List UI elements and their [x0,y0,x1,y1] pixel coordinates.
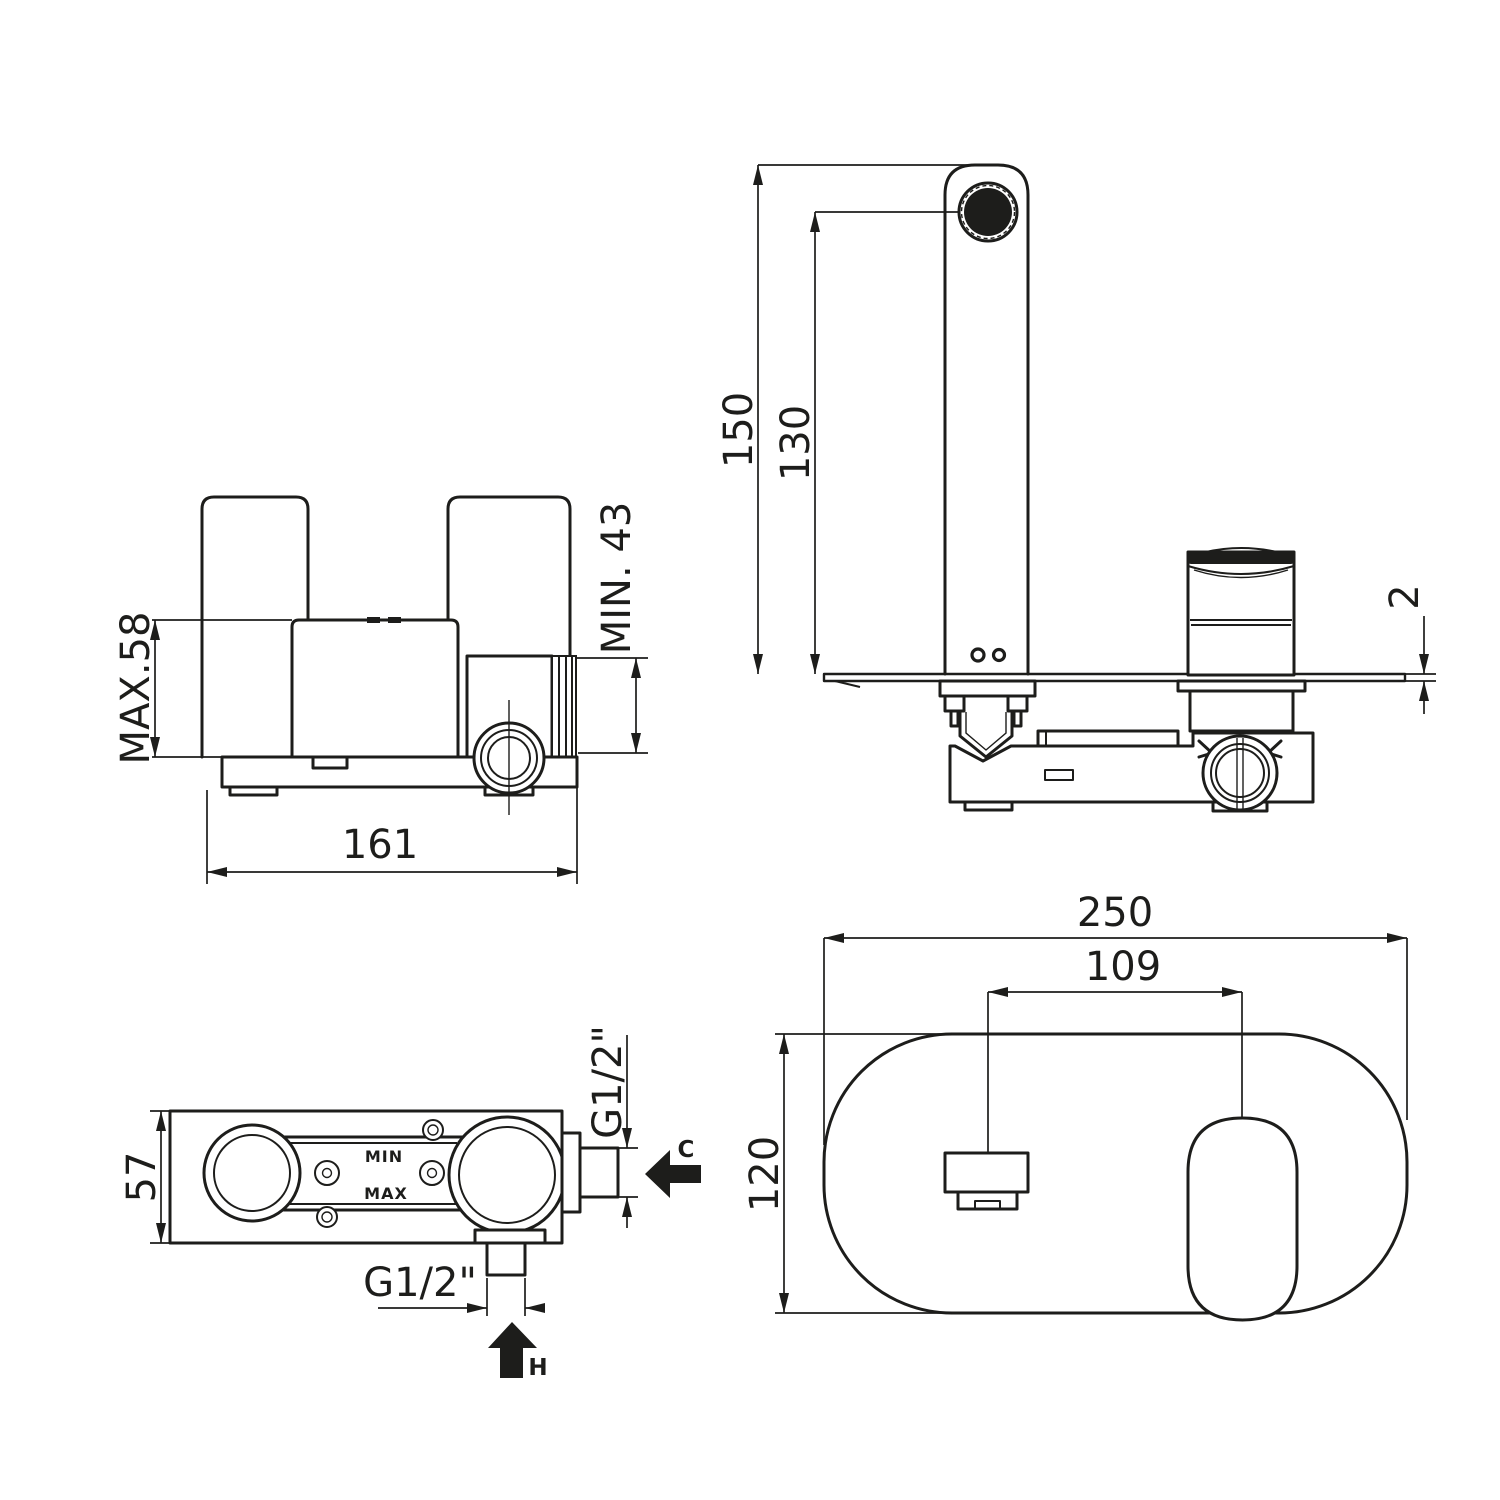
dim-label-130: 130 [773,405,819,481]
hot-label: H [528,1355,547,1381]
spout-stud-nut-left [943,694,966,713]
dim-130-arrow-top [810,212,820,232]
spout-wall-flange [938,679,1037,698]
dim-min43-arrow-bottom [631,733,641,753]
cold-inlet-flange [560,1131,582,1214]
dim-g12c-arrow-up [622,1197,632,1217]
marking-max: MAX [364,1184,408,1203]
spout-bracket-outer [958,710,1014,759]
valve-top-screw-right-core [426,1167,438,1179]
valve-top-right-port-inner [458,1126,556,1224]
handle-cap-arc1 [1187,565,1295,575]
dim-label-161: 161 [342,822,418,868]
handle-cap-arc2 [1193,569,1289,579]
dim-161-arrow-right [557,867,577,877]
spout-body [943,163,1030,676]
dim-2-arrow-down [1419,654,1429,674]
handle-base [1188,689,1295,733]
dim-57-arrow-bottom [156,1223,166,1243]
dim-g12h-arrow-right [525,1303,545,1313]
dim-label-max58: MAX.58 [113,612,159,765]
valve-side-right-cylinder [446,495,572,658]
view-faucet-front: 150 130 2 [716,163,1436,813]
dim-label-150: 150 [716,392,762,468]
valve-top-hole-top [422,1119,444,1141]
dim-label-min43: MIN. 43 [594,502,640,655]
inwall-valve-bore [1215,748,1265,798]
spout-stud-right [1012,709,1023,728]
cold-label: C [678,1137,695,1163]
cold-inlet-shaft [578,1146,620,1199]
view-plate-front: 250 109 120 [742,890,1409,1322]
valve-top-right-port-outer [447,1115,567,1235]
hot-inlet-shaft [485,1241,527,1277]
dim-max58-arrow-bottom [150,737,160,757]
dim-g12c-arrow-down [622,1128,632,1148]
inwall-foot-left [963,800,1014,812]
spout-screw-left [970,647,986,663]
view-valve-top: MIN MAX 57 G1/2" C G1/2" [119,1025,701,1381]
dim-250-arrow-left [824,933,844,943]
dim-130-arrow-bottom [810,654,820,674]
marking-min: MIN [365,1147,403,1166]
hot-flow-arrow [488,1322,537,1378]
dim-109-arrow-right [1222,987,1242,997]
valve-side-body-tab2 [388,617,401,623]
spout-screw-right [991,647,1007,663]
dim-120-arrow-bottom [779,1293,789,1313]
dim-label-g12-hot: G1/2" [363,1260,477,1306]
inwall-valve-ring [1210,743,1270,803]
dim-120-arrow-top [779,1034,789,1054]
cold-flow-arrow [645,1150,701,1198]
spout-bracket-inner [965,712,1007,751]
inwall-rail [1036,729,1180,748]
dim-label-2: 2 [1382,584,1428,609]
valve-top-screw-left [314,1160,340,1186]
dim-57-arrow-top [156,1111,166,1131]
valve-side-body [290,618,460,759]
plate-spout-body [943,1151,1030,1194]
valve-top-screw-right [419,1160,445,1186]
valve-top-left-port-inner [213,1134,291,1212]
dim-label-57: 57 [119,1152,165,1203]
dim-label-250: 250 [1077,890,1153,936]
spout-stud-nut-right [1006,694,1029,713]
inwall-valve-outer [1201,734,1279,812]
inwall-slot [1044,769,1074,781]
dim-150-arrow-bottom [753,654,763,674]
dim-161-arrow-left [207,867,227,877]
trim-plate-edge [822,672,1407,683]
valve-top-hole-bottom-core [321,1211,333,1223]
plate-handle-oval [1186,1116,1299,1322]
trim-plate-oval [822,1032,1409,1315]
dim-109-arrow-left [988,987,1008,997]
valve-top-screw-left-core [321,1167,333,1179]
valve-side-body-tab1 [367,617,380,623]
valve-top-hole-top-core [427,1124,439,1136]
dim-250-arrow-right [1387,933,1407,943]
dim-max58-arrow-top [150,620,160,640]
valve-top-hole-bottom [316,1206,338,1228]
handle-cap-band [1188,552,1294,564]
dim-g12h-arrow-left [467,1303,487,1313]
spout-outlet-aerator [964,188,1012,236]
dim-2-arrow-up [1419,681,1429,701]
dim-label-120: 120 [742,1136,788,1212]
spout-outlet-dash-ring [960,184,1016,240]
dim-label-g12-cold: G1/2" [585,1025,631,1139]
dim-150-arrow-top [753,165,763,185]
hot-inlet-flange [473,1228,547,1245]
valve-side-foot-left [228,785,279,797]
dim-min43-arrow-top [631,658,641,678]
valve-side-left-cylinder [200,495,310,759]
dim-label-109: 109 [1085,944,1161,990]
plate-spout-notch [974,1200,1001,1210]
spout-stud-left [949,709,960,728]
trim-plate-left-step [834,680,861,688]
valve-side-bottom-tab [311,755,349,770]
view-valve-side: MAX.58 MIN. 43 161 [113,495,648,884]
valve-top-left-port-outer [202,1123,302,1223]
